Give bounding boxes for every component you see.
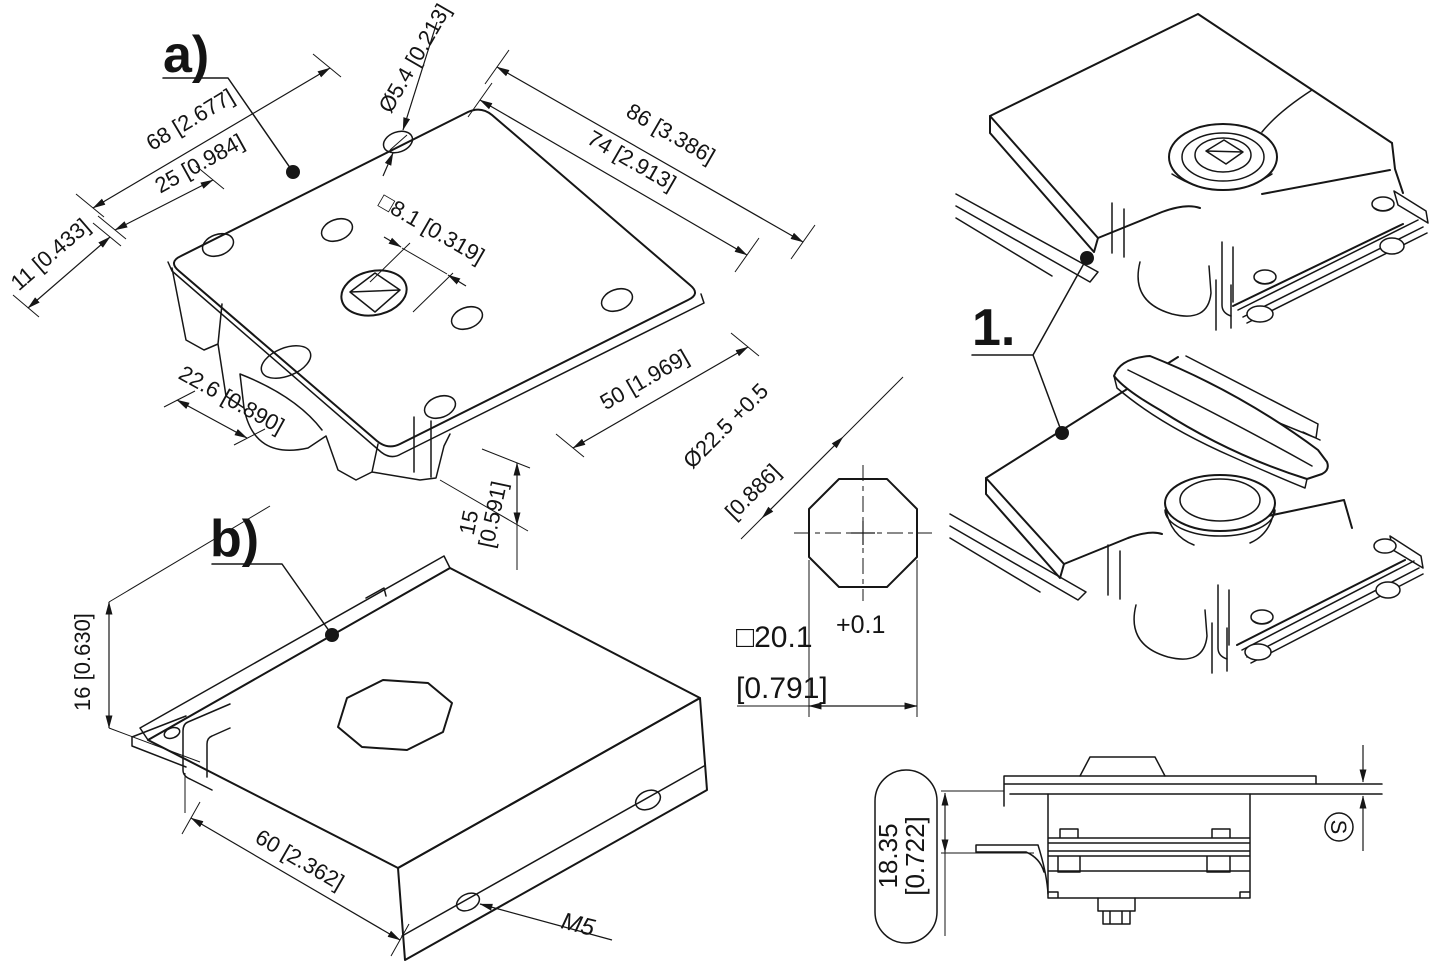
keeper-bar-1 bbox=[955, 193, 1099, 283]
latch-blade bbox=[1185, 355, 1321, 441]
view-assembled-thandle bbox=[949, 355, 1424, 674]
dim-22p5-label-in: [0.886] bbox=[720, 459, 785, 524]
view-b-bracket: 16 [0.630] 60 [2.362] M5 b) bbox=[70, 505, 708, 961]
handle-neck bbox=[1164, 474, 1276, 546]
callout-1-text: 1. bbox=[972, 299, 1015, 357]
side-body bbox=[1047, 793, 1251, 899]
square-drive-hole bbox=[340, 269, 408, 317]
dim-5p4-label: Ø5.4 [0.213] bbox=[373, 0, 455, 117]
dim-20p1-square: □20.1 +0.1 [0.791] bbox=[736, 560, 918, 717]
label-a: a) bbox=[162, 26, 300, 179]
callout-1-dot-lower bbox=[1055, 426, 1069, 440]
s-symbol-circle bbox=[1324, 812, 1354, 842]
callout-1: 1. bbox=[971, 251, 1094, 440]
dim-panel-s: S bbox=[1324, 745, 1367, 851]
dim-m5: M5 bbox=[479, 903, 613, 942]
detail-octagon-section: Ø22.5 +0.5 [0.886] □20.1 +0.1 [0.791] bbox=[678, 376, 932, 717]
dim-m5-label: M5 bbox=[559, 908, 599, 942]
dim-18p35-label-mm: 18.35 bbox=[873, 823, 903, 888]
dim-22p5-label: Ø22.5 +0.5 bbox=[678, 378, 773, 473]
dim-22p6-label: 22.6 [0.890] bbox=[175, 360, 289, 438]
bracket-front-face bbox=[397, 697, 708, 961]
dim-20p1-label: □20.1 bbox=[736, 621, 813, 654]
keeper-bar-2 bbox=[949, 513, 1087, 601]
label-a-dot bbox=[286, 165, 300, 179]
dim-11-label: 11 [0.433] bbox=[6, 213, 95, 295]
dim-50-label: 50 [1.969] bbox=[596, 344, 693, 415]
bracket-left-leg bbox=[131, 703, 231, 791]
bracket-hole-m5 bbox=[455, 892, 481, 912]
dim-22p6: 22.6 [0.890] bbox=[163, 360, 289, 446]
dim-22p5-dia: Ø22.5 +0.5 [0.886] bbox=[678, 376, 904, 540]
dim-25: 25 [0.984] bbox=[97, 129, 248, 240]
dim-8p1-label: □8.1 [0.319] bbox=[375, 188, 489, 268]
label-a-text: a) bbox=[163, 26, 209, 84]
bracket-hole-right bbox=[634, 789, 662, 811]
cam-top bbox=[1079, 756, 1166, 777]
key-cylinder bbox=[1168, 123, 1278, 191]
label-b-text: b) bbox=[210, 510, 259, 568]
bracket-top-face bbox=[147, 567, 701, 869]
side-shaft-nut bbox=[1097, 897, 1136, 925]
callout-1-dot-upper bbox=[1080, 251, 1094, 265]
s-symbol-text: S bbox=[1326, 820, 1351, 835]
plate-holes bbox=[201, 130, 634, 420]
bracket-front-lip bbox=[401, 765, 705, 937]
dim-74: 74 [2.913] bbox=[467, 82, 760, 273]
label-b-dot bbox=[325, 628, 339, 642]
cover-1 bbox=[989, 13, 1404, 317]
latch-cam-slot bbox=[260, 345, 312, 379]
dim-18p35-label-in: [0.722] bbox=[900, 816, 930, 896]
bracket-square-hole bbox=[337, 679, 453, 751]
dim-20p1-label-in: [0.791] bbox=[736, 672, 828, 705]
octagon-shape bbox=[808, 478, 918, 588]
dim-8p1: □8.1 [0.319] bbox=[369, 188, 489, 313]
latch-bolt-1 bbox=[1137, 261, 1232, 331]
dim-15-label-in: [0.591] bbox=[473, 479, 511, 550]
plate-thickness bbox=[167, 261, 705, 458]
octagon-center-cross bbox=[851, 521, 875, 545]
dim-20p1-tol: +0.1 bbox=[836, 611, 885, 639]
dim-60: 60 [2.362] bbox=[181, 773, 410, 957]
dim-capsule bbox=[874, 769, 938, 944]
label-b: b) bbox=[210, 510, 339, 642]
dim-15: 15 [0.591] bbox=[439, 448, 531, 570]
side-hook bbox=[975, 844, 1049, 895]
dim-11: 11 [0.433] bbox=[6, 213, 122, 318]
view-a-latch-plate: 68 [2.677] 25 [0.984] 11 [0.433] Ø5.4 [0… bbox=[6, 0, 816, 570]
t-handle bbox=[1113, 355, 1329, 489]
dim-15-label-mm: 15 bbox=[454, 508, 484, 537]
dim-16: 16 [0.630] bbox=[70, 505, 271, 763]
base-plate-1 bbox=[1237, 190, 1429, 324]
dim-18p35: 18.35 [0.722] bbox=[873, 769, 1034, 944]
latch-bolt-2 bbox=[1133, 604, 1228, 674]
latch-body bbox=[171, 267, 451, 481]
dim-16-label: 16 [0.630] bbox=[70, 613, 95, 711]
flange-panel-lines bbox=[1003, 775, 1383, 807]
base-plate-2 bbox=[1241, 535, 1424, 664]
dim-86: 86 [3.386] bbox=[484, 49, 816, 260]
side-view-mounted: 18.35 [0.722] S bbox=[873, 745, 1383, 944]
view-assembled-cylinder bbox=[955, 13, 1429, 331]
bracket-hole-left bbox=[163, 726, 181, 740]
